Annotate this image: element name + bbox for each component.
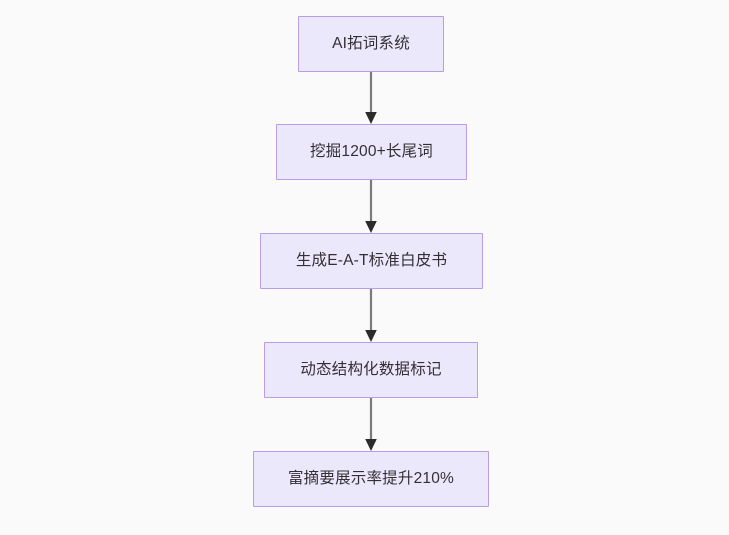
flowchart-node-n4[interactable]: 动态结构化数据标记	[264, 342, 478, 398]
flowchart-node-n2[interactable]: 挖掘1200+长尾词	[276, 124, 467, 180]
flowchart-node-label: 富摘要展示率提升210%	[287, 470, 455, 488]
flowchart-node-n5[interactable]: 富摘要展示率提升210%	[253, 451, 489, 507]
flowchart-node-label: 动态结构化数据标记	[300, 361, 442, 379]
flowchart-edge-n4-n5	[356, 398, 386, 451]
flowchart-edge-n1-n2	[356, 72, 386, 124]
flowchart-edge-n2-n3	[356, 180, 386, 233]
flowchart-edge-n3-n4	[356, 289, 386, 342]
flowchart-node-n3[interactable]: 生成E-A-T标准白皮书	[260, 233, 483, 289]
flowchart-node-n1[interactable]: AI拓词系统	[298, 16, 444, 72]
flowchart-node-label: AI拓词系统	[332, 35, 410, 53]
flowchart-node-label: 挖掘1200+长尾词	[309, 143, 434, 161]
flowchart-node-label: 生成E-A-T标准白皮书	[295, 252, 448, 270]
